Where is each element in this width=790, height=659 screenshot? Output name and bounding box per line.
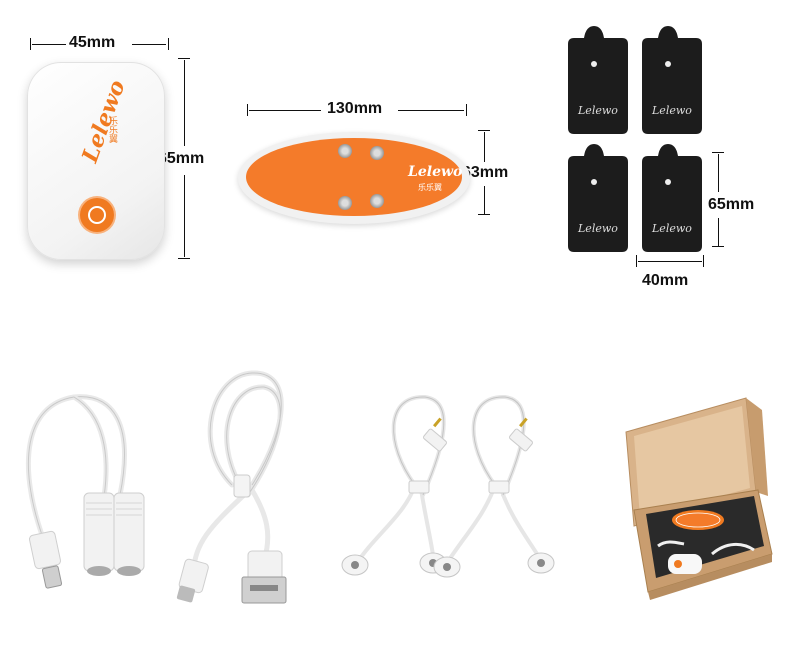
device-logo: Lelewo xyxy=(77,76,131,166)
device-height-label: 65mm xyxy=(158,150,205,167)
pad-logo: Lelewo xyxy=(408,164,463,180)
dim-tick xyxy=(168,38,169,50)
dim-tick xyxy=(478,214,490,215)
dim-tick xyxy=(712,246,724,247)
dim-tick xyxy=(478,130,490,131)
device-logo-sub: 乐乐翼 xyxy=(108,116,118,143)
dim-tick xyxy=(712,152,724,153)
dim-tick xyxy=(247,104,248,116)
dim-line xyxy=(184,60,185,146)
snap-connector xyxy=(338,144,352,158)
snap-electrode-end xyxy=(341,552,555,578)
svg-text:Lelewo: Lelewo xyxy=(651,222,692,235)
power-button[interactable] xyxy=(80,198,114,232)
dim-line xyxy=(718,218,719,246)
pad-height-label: 63mm xyxy=(462,164,509,181)
electrode-pad-group: Lelewo Lelewo Lelewo Lelewo xyxy=(568,26,702,252)
snap-connector xyxy=(370,146,384,160)
dim-line xyxy=(484,186,485,214)
device-width-label: 45mm xyxy=(69,34,116,51)
usb-charging-cable xyxy=(176,370,287,604)
dim-tick xyxy=(466,104,467,116)
dim-tick xyxy=(178,258,190,259)
svg-text:Lelewo: Lelewo xyxy=(577,222,618,235)
dim-line xyxy=(398,110,464,111)
dim-line xyxy=(32,44,66,45)
electrode-pad: Lelewo xyxy=(642,144,702,252)
electrode-height-label: 65mm xyxy=(708,196,755,213)
pad-logo-sub: 乐乐翼 xyxy=(418,183,442,192)
dim-tick xyxy=(178,58,190,59)
packaging-box xyxy=(625,397,773,600)
svg-text:Lelewo: Lelewo xyxy=(651,104,692,117)
snap-lead-wires xyxy=(341,394,555,578)
electrode-logo: Lelewo xyxy=(577,104,618,117)
electrode-pad: Lelewo xyxy=(568,26,628,134)
dim-line xyxy=(718,154,719,192)
device-body: Lelewo 乐乐翼 xyxy=(27,62,165,260)
pad-body: Lelewo 乐乐翼 xyxy=(246,138,462,216)
electrode-pad: Lelewo xyxy=(568,144,628,252)
pad-width-label: 130mm xyxy=(327,100,383,117)
dim-line xyxy=(132,44,166,45)
snap-connector xyxy=(370,194,384,208)
dim-line xyxy=(184,175,185,257)
dim-line xyxy=(484,132,485,162)
dim-tick xyxy=(636,255,637,267)
dim-tick xyxy=(30,38,31,50)
electrode-width-label: 40mm xyxy=(642,272,689,289)
dim-line xyxy=(249,110,321,111)
dim-line xyxy=(638,261,702,262)
snap-connector xyxy=(338,196,352,210)
dim-tick xyxy=(703,255,704,267)
electrode-pad: Lelewo xyxy=(642,26,702,134)
y-splitter-cable xyxy=(25,394,145,589)
